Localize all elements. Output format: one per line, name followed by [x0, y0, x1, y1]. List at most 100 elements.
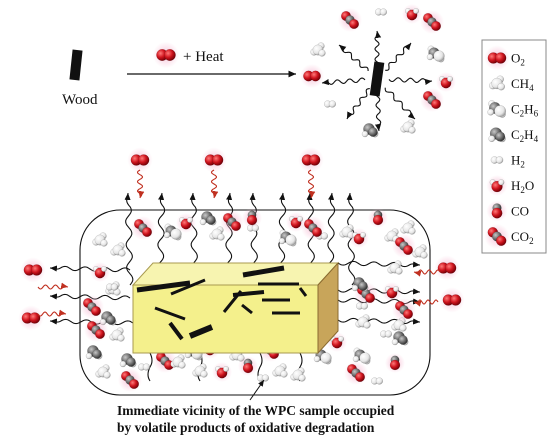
co2-molecule-icon	[131, 216, 155, 240]
wavy-arrow	[307, 169, 316, 199]
wavy-arrow	[337, 287, 421, 295]
h2-molecule-icon	[356, 302, 369, 310]
o2-molecule-icon	[434, 255, 460, 281]
co2-molecule-icon	[118, 368, 142, 392]
c2h6-molecule-icon	[426, 45, 445, 63]
wavy-arrow	[321, 77, 366, 86]
co2-molecule-icon	[392, 298, 416, 322]
h2o-molecule-icon	[327, 332, 347, 352]
h2o-molecule-icon	[90, 262, 110, 282]
co2-molecule-icon	[338, 8, 362, 32]
c2h6-molecule-icon	[487, 100, 507, 118]
ch4-molecule-icon	[391, 317, 407, 332]
fiber	[241, 303, 253, 315]
fiber	[170, 278, 206, 296]
ch4-molecule-icon	[95, 364, 111, 379]
fiber	[188, 324, 214, 339]
h2-molecule-icon	[380, 330, 393, 338]
c2h6-molecule-icon	[163, 223, 182, 241]
wavy-arrow	[338, 44, 369, 71]
wavy-arrow	[37, 282, 69, 290]
h2o-molecule-icon	[402, 4, 422, 24]
o2-molecule-icon	[439, 287, 465, 313]
caption-line-2: by volatile products of oxidative degrad…	[117, 420, 375, 435]
o2-molecule-icon	[18, 305, 44, 331]
wavy-arrow	[346, 88, 370, 120]
h2o-molecule-icon	[286, 212, 306, 232]
c2h4-molecule-icon	[351, 277, 369, 292]
legend-label-h2: H2	[511, 153, 525, 170]
oxygen-molecule-icon	[152, 41, 180, 69]
co-molecule-icon	[238, 356, 258, 376]
co-molecule-icon	[368, 208, 388, 228]
ch4-molecule-icon	[92, 232, 108, 247]
wavy-arrow	[124, 192, 134, 286]
fiber	[154, 306, 186, 321]
wood-fibers	[136, 265, 308, 341]
wood-label: Wood	[62, 92, 98, 108]
legend-label-co: CO	[511, 204, 529, 219]
wavy-arrow	[384, 87, 416, 120]
legend-label-h2o: H2O	[511, 178, 534, 195]
h2-molecule-icon	[371, 377, 384, 385]
h2o-molecule-icon	[436, 72, 456, 92]
wavy-arrow	[136, 169, 145, 199]
fiber	[136, 280, 191, 293]
fiber	[298, 287, 308, 297]
h2o-molecule-icon	[349, 228, 369, 248]
c2h6-molecule-icon	[278, 229, 297, 247]
wood-stick	[69, 49, 83, 81]
h2-molecule-icon	[490, 156, 504, 164]
ch4-molecule-icon	[387, 260, 403, 275]
wavy-arrow	[374, 30, 382, 68]
co2-molecule-icon	[484, 223, 510, 250]
wpc-sample-block	[131, 261, 340, 355]
h2o-molecule-icon	[382, 282, 402, 302]
o2-molecule-icon	[300, 64, 324, 88]
caption-pointer	[249, 379, 265, 401]
fiber	[168, 321, 184, 341]
h2-molecule-icon	[138, 363, 151, 371]
fiber	[222, 290, 243, 313]
ch4-molecule-icon	[412, 244, 428, 259]
o2-molecule-icon	[20, 257, 46, 283]
caption-line-1: Immediate vicinity of the WPC sample occ…	[117, 403, 395, 418]
incoming-oxygen	[18, 147, 465, 331]
co-molecule-icon	[486, 200, 508, 222]
legend-label-c2h4: C2H4	[511, 127, 539, 144]
legend-label-c2h6: C2H6	[511, 102, 539, 119]
vicinity-molecules	[80, 208, 428, 392]
co2-molecule-icon	[84, 318, 108, 342]
legend-label-o2: O2	[511, 51, 525, 68]
o2-molecule-icon	[298, 147, 324, 173]
co2-molecule-icon	[420, 10, 444, 34]
o2-molecule-icon	[152, 41, 180, 69]
ch4-molecule-icon	[209, 226, 225, 241]
wavy-arrow	[385, 42, 412, 71]
wavy-arrow	[49, 265, 131, 273]
h2-molecule-icon	[257, 374, 270, 382]
o2-molecule-icon	[127, 147, 153, 173]
ch4-molecule-icon	[192, 363, 208, 378]
co2-molecule-icon	[80, 295, 104, 319]
c2h4-molecule-icon	[361, 123, 379, 138]
o2-molecule-icon	[201, 147, 227, 173]
ch4-molecule-icon	[400, 119, 416, 134]
h2-molecule-icon	[324, 100, 337, 108]
co2-molecule-icon	[301, 216, 325, 240]
emitted-molecules	[300, 4, 456, 138]
ch4-molecule-icon	[489, 75, 505, 91]
co2-molecule-icon	[344, 361, 368, 385]
h2-molecule-icon	[375, 8, 388, 16]
co2-molecule-icon	[392, 234, 416, 258]
c2h4-molecule-icon	[119, 353, 137, 368]
fiber	[242, 265, 285, 278]
wavy-arrow	[337, 317, 421, 325]
ch4-molecule-icon	[310, 42, 326, 57]
co-molecule-icon	[242, 208, 262, 228]
ch4-molecule-icon	[109, 327, 125, 342]
h2-molecule-icon	[105, 283, 119, 291]
wavy-arrow	[413, 269, 441, 277]
